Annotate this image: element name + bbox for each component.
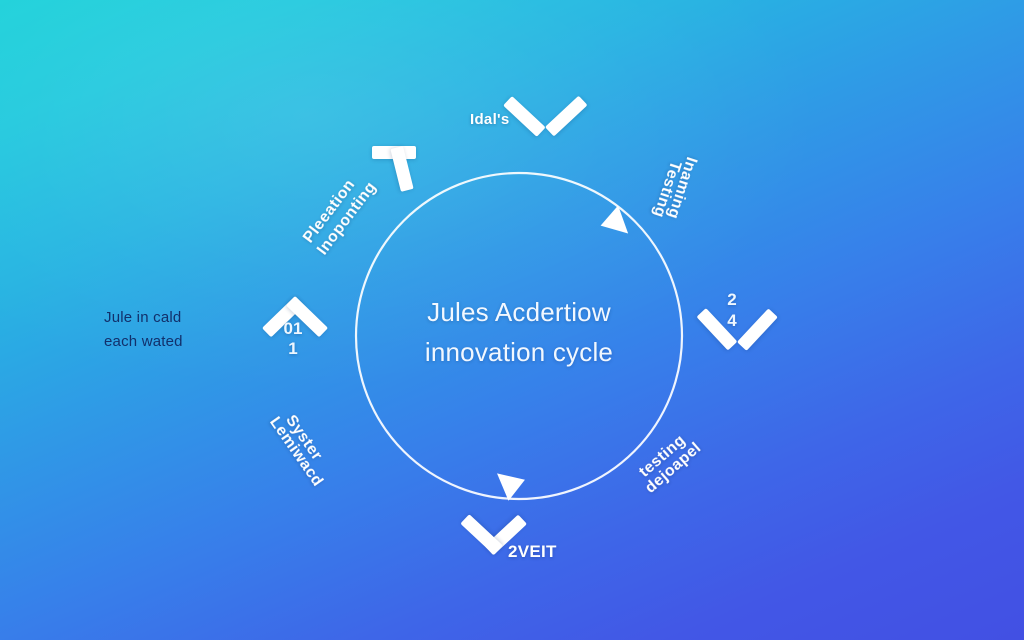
far-left-caption: Jule in cald each wated — [104, 306, 183, 354]
cycle-ring — [354, 170, 684, 502]
label-top[interactable]: Idal's — [470, 111, 510, 128]
center-title-line1: Jules Acdertiow — [427, 297, 611, 327]
label-right-number-bottom: 4 — [727, 311, 737, 330]
far-left-caption-line2: each wated — [104, 333, 183, 350]
center-title-line2: innovation cycle — [424, 337, 614, 367]
far-left-caption-line1: Jule in cald — [104, 309, 182, 326]
ring-arrowhead-bottom — [497, 473, 525, 501]
label-right-number-top: 2 — [727, 290, 737, 309]
cycle-circle — [354, 171, 684, 501]
label-left-number-top: 01 — [283, 319, 303, 338]
label-left-number-bottom: 1 — [288, 339, 298, 358]
label-bottom[interactable]: 2VEIT — [508, 542, 557, 561]
center-title: Jules Acdertiow innovation cycle — [368, 292, 670, 372]
ring-arrowhead-top-right — [600, 205, 629, 234]
